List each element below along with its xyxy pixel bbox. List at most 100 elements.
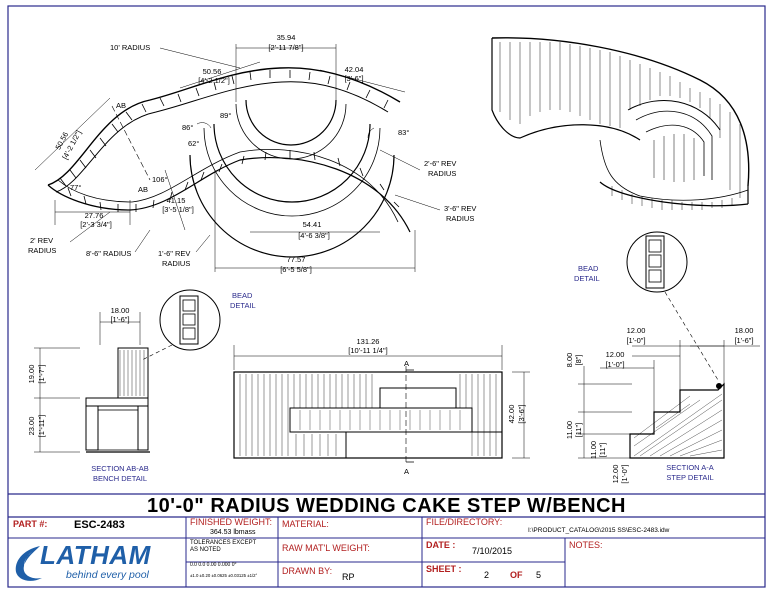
section-a-d3: 12.00 — [606, 350, 625, 359]
material-label: MATERIAL: — [282, 519, 329, 529]
bead-detail-label-1: BEAD — [232, 291, 253, 300]
elevation-width-ft: [10'-11 1/4"] — [348, 346, 387, 355]
logo-brand-text: LATHAM — [40, 540, 151, 570]
section-ab-h1-ft: [1'-7"] — [37, 364, 46, 383]
logo-tagline: behind every pool — [66, 569, 149, 581]
raw-material-weight-label: RAW MAT'L WEIGHT: — [282, 543, 370, 553]
elevation-width: 131.26 — [357, 337, 380, 346]
tolerances-row-2: ±1.0 ±0.20 ±0.0625 ±0.03125 ±1/2° — [190, 573, 258, 578]
section-ab-h2-ft: [1'-11"] — [37, 415, 46, 438]
angle-89: 89° — [220, 111, 231, 120]
sheet-value: 2 — [484, 570, 490, 580]
wave-logo-icon — [15, 546, 42, 581]
label-1-6-rev-radius: RADIUS — [162, 259, 190, 268]
isometric-view — [491, 37, 750, 210]
angle-77: 77° — [70, 183, 81, 192]
part-number-value: ESC-2483 — [74, 519, 125, 531]
dim-77-57-ft: [6'-5 5/8"] — [280, 265, 312, 274]
section-a-d2-ft: [1'-6"] — [734, 336, 753, 345]
section-ab-h2: 23.00 — [27, 417, 36, 436]
section-ab-marker-top: AB — [116, 101, 126, 110]
dim-35-94: 35.94 — [277, 33, 296, 42]
section-a-d1-ft: [1'-0"] — [626, 336, 645, 345]
dim-42-04: 42.04 — [345, 65, 364, 74]
drawing-title: 10'-0" RADIUS WEDDING CAKE STEP W/BENCH — [147, 495, 626, 517]
section-a-d2: 18.00 — [735, 326, 754, 335]
section-a-h1: 8.00 — [565, 353, 574, 368]
dim-50-56-top-ft: [4'-2 1/2"] — [198, 76, 230, 85]
of-value: 5 — [536, 570, 542, 580]
bead-detail-right-label-2: DETAIL — [574, 274, 600, 283]
section-ab-caption-2: BENCH DETAIL — [93, 474, 147, 483]
elevation-height-ft: [3'-6"] — [517, 404, 526, 423]
dim-42-04-ft: [3'-6"] — [344, 74, 363, 83]
section-a-d3-ft: [1'-0"] — [605, 360, 624, 369]
file-directory-label: FILE/DIRECTORY: — [426, 517, 503, 527]
plan-view — [34, 44, 441, 272]
section-a-caption: SECTION A-A — [666, 463, 714, 472]
section-a-view — [578, 340, 760, 459]
file-directory-value: I:\PRODUCT_CATALOG\2015 SS\ESC-2483.idw — [528, 527, 670, 534]
label-8-6-radius: 8'-6" RADIUS — [86, 249, 131, 258]
label-2-rev: 2' REV — [30, 236, 53, 245]
section-ab-h1: 19.00 — [27, 365, 36, 384]
label-10-radius: 10' RADIUS — [110, 43, 150, 52]
dim-54-41-ft: [4'-6 3/8"] — [298, 231, 330, 240]
section-a-d1: 12.00 — [627, 326, 646, 335]
section-a-marker-top: A — [404, 359, 409, 368]
dim-27-76: 27.76 — [85, 211, 104, 220]
angle-86: 86° — [182, 123, 193, 132]
bead-detail-middle — [141, 289, 221, 361]
dim-41-15-ft: [3'-5 1/8"] — [162, 205, 194, 214]
label-2-rev-radius: RADIUS — [28, 246, 56, 255]
part-number-label: PART #: — [13, 519, 48, 529]
bead-detail-label-2: DETAIL — [230, 301, 256, 310]
finished-weight-label: FINISHED WEIGHT: — [190, 517, 273, 527]
section-ab-marker-bottom: AB — [138, 185, 148, 194]
bead-detail-right-label-1: BEAD — [578, 264, 599, 273]
section-a-h4-ft: [1'-0"] — [620, 464, 629, 483]
drawn-by-value: RP — [342, 572, 355, 582]
section-a-h2-ft: [11"] — [574, 423, 583, 438]
section-ab-width-ft: [1'-6"] — [110, 315, 129, 324]
sheet-label: SHEET : — [426, 564, 462, 574]
dim-41-15: 41.15 — [167, 196, 186, 205]
dim-77-57: 77.57 — [287, 255, 306, 264]
label-3-6-rev: 3'-6" REV — [444, 204, 476, 213]
latham-logo: LATHAM behind every pool — [10, 540, 184, 586]
title-block-grid — [8, 493, 765, 587]
dim-50-56-top: 50.56 — [203, 67, 222, 76]
finished-weight-value: 364.53 lbmass — [210, 529, 256, 536]
label-3-6-rev-radius: RADIUS — [446, 214, 474, 223]
angle-83: 83° — [398, 128, 409, 137]
tolerances-row-1: 0.0 0.0 0.00 0.000 0° — [190, 562, 237, 568]
section-a-h3-ft: [11"] — [598, 443, 607, 458]
label-2-6-rev-radius: RADIUS — [428, 169, 456, 178]
tolerances-line-2: AS NOTED — [190, 547, 221, 553]
section-ab-view — [34, 312, 150, 453]
elevation-height: 42.00 — [507, 405, 516, 424]
dim-54-41: 54.41 — [303, 220, 322, 229]
date-label: DATE : — [426, 540, 456, 550]
section-ab-width: 18.00 — [111, 306, 130, 315]
section-a-marker-bottom: A — [404, 467, 409, 476]
front-elevation-view — [233, 345, 530, 464]
bead-detail-right — [626, 231, 719, 381]
section-a-h4: 12.00 — [611, 465, 620, 484]
section-a-h2: 11.00 — [565, 421, 574, 439]
section-a-h1-ft: [8"] — [574, 354, 583, 365]
dim-27-76-ft: [2'-3 3/4"] — [80, 220, 112, 229]
plan-dimension-labels: 35.94 [2'-11 7/8"] 50.56 [4'-2 1/2"] 42.… — [28, 33, 476, 274]
tolerances-line-1: TOLERANCES EXCEPT — [190, 540, 257, 546]
dim-35-94-ft: [2'-11 7/8"] — [268, 43, 303, 52]
section-a-h3: 11.00 — [589, 441, 598, 459]
date-value: 7/10/2015 — [472, 546, 513, 556]
section-a-caption-2: STEP DETAIL — [666, 473, 713, 482]
section-ab-caption: SECTION AB-AB — [91, 464, 149, 473]
angle-106: 106° — [152, 175, 168, 184]
label-2-6-rev: 2'-6" REV — [424, 159, 456, 168]
angle-62: 62° — [188, 139, 199, 148]
sheet-border — [7, 5, 766, 588]
notes-label: NOTES: — [569, 540, 603, 550]
